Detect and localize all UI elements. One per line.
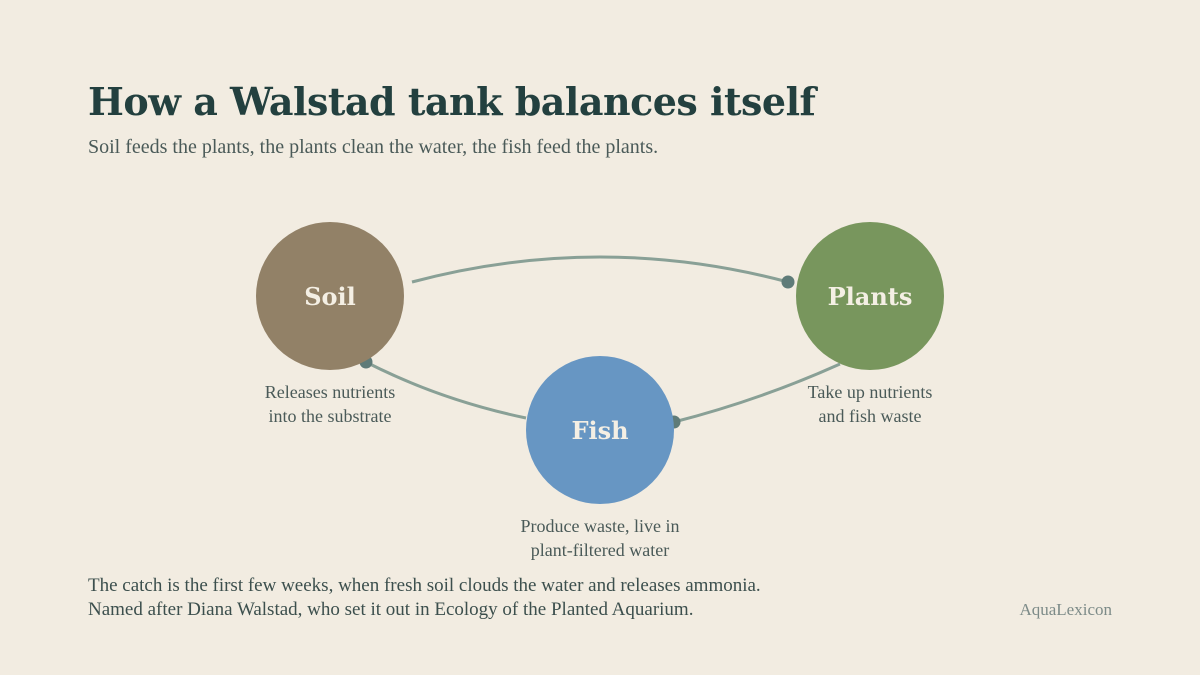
node-fish-label: Fish [571, 415, 629, 445]
connector-soil-to-plants [411, 255, 789, 284]
caption-soil: Releases nutrients into the substrate [220, 380, 440, 428]
connector-plants-to-fish [673, 362, 841, 424]
caption-fish-line-2: plant-filtered water [530, 540, 670, 560]
node-soil-label: Soil [304, 281, 356, 311]
node-plants: Plants [796, 222, 944, 370]
caption-fish: Produce waste, live in plant-filtered wa… [490, 514, 710, 562]
connector-end-dot-plants [781, 275, 795, 289]
footer-note-2: Named after Diana Walstad, who set it ou… [88, 599, 694, 620]
caption-plants-line-1: Take up nutrients [807, 382, 933, 402]
caption-plants-line-2: and fish waste [818, 406, 922, 426]
caption-soil-line-1: Releases nutrients [264, 382, 396, 402]
caption-fish-line-1: Produce waste, live in [520, 516, 680, 536]
page-title: How a Walstad tank balances itself [88, 79, 816, 124]
caption-soil-line-2: into the substrate [268, 406, 392, 426]
brand-wordmark: AquaLexicon [1019, 600, 1112, 619]
caption-plants: Take up nutrients and fish waste [760, 380, 980, 428]
node-fish: Fish [526, 356, 674, 504]
connector-fish-to-soil [365, 360, 527, 420]
node-soil: Soil [256, 222, 404, 370]
node-plants-label: Plants [827, 281, 913, 311]
footer-note-1: The catch is the first few weeks, when f… [88, 575, 761, 596]
page-subtitle: Soil feeds the plants, the plants clean … [88, 136, 659, 158]
